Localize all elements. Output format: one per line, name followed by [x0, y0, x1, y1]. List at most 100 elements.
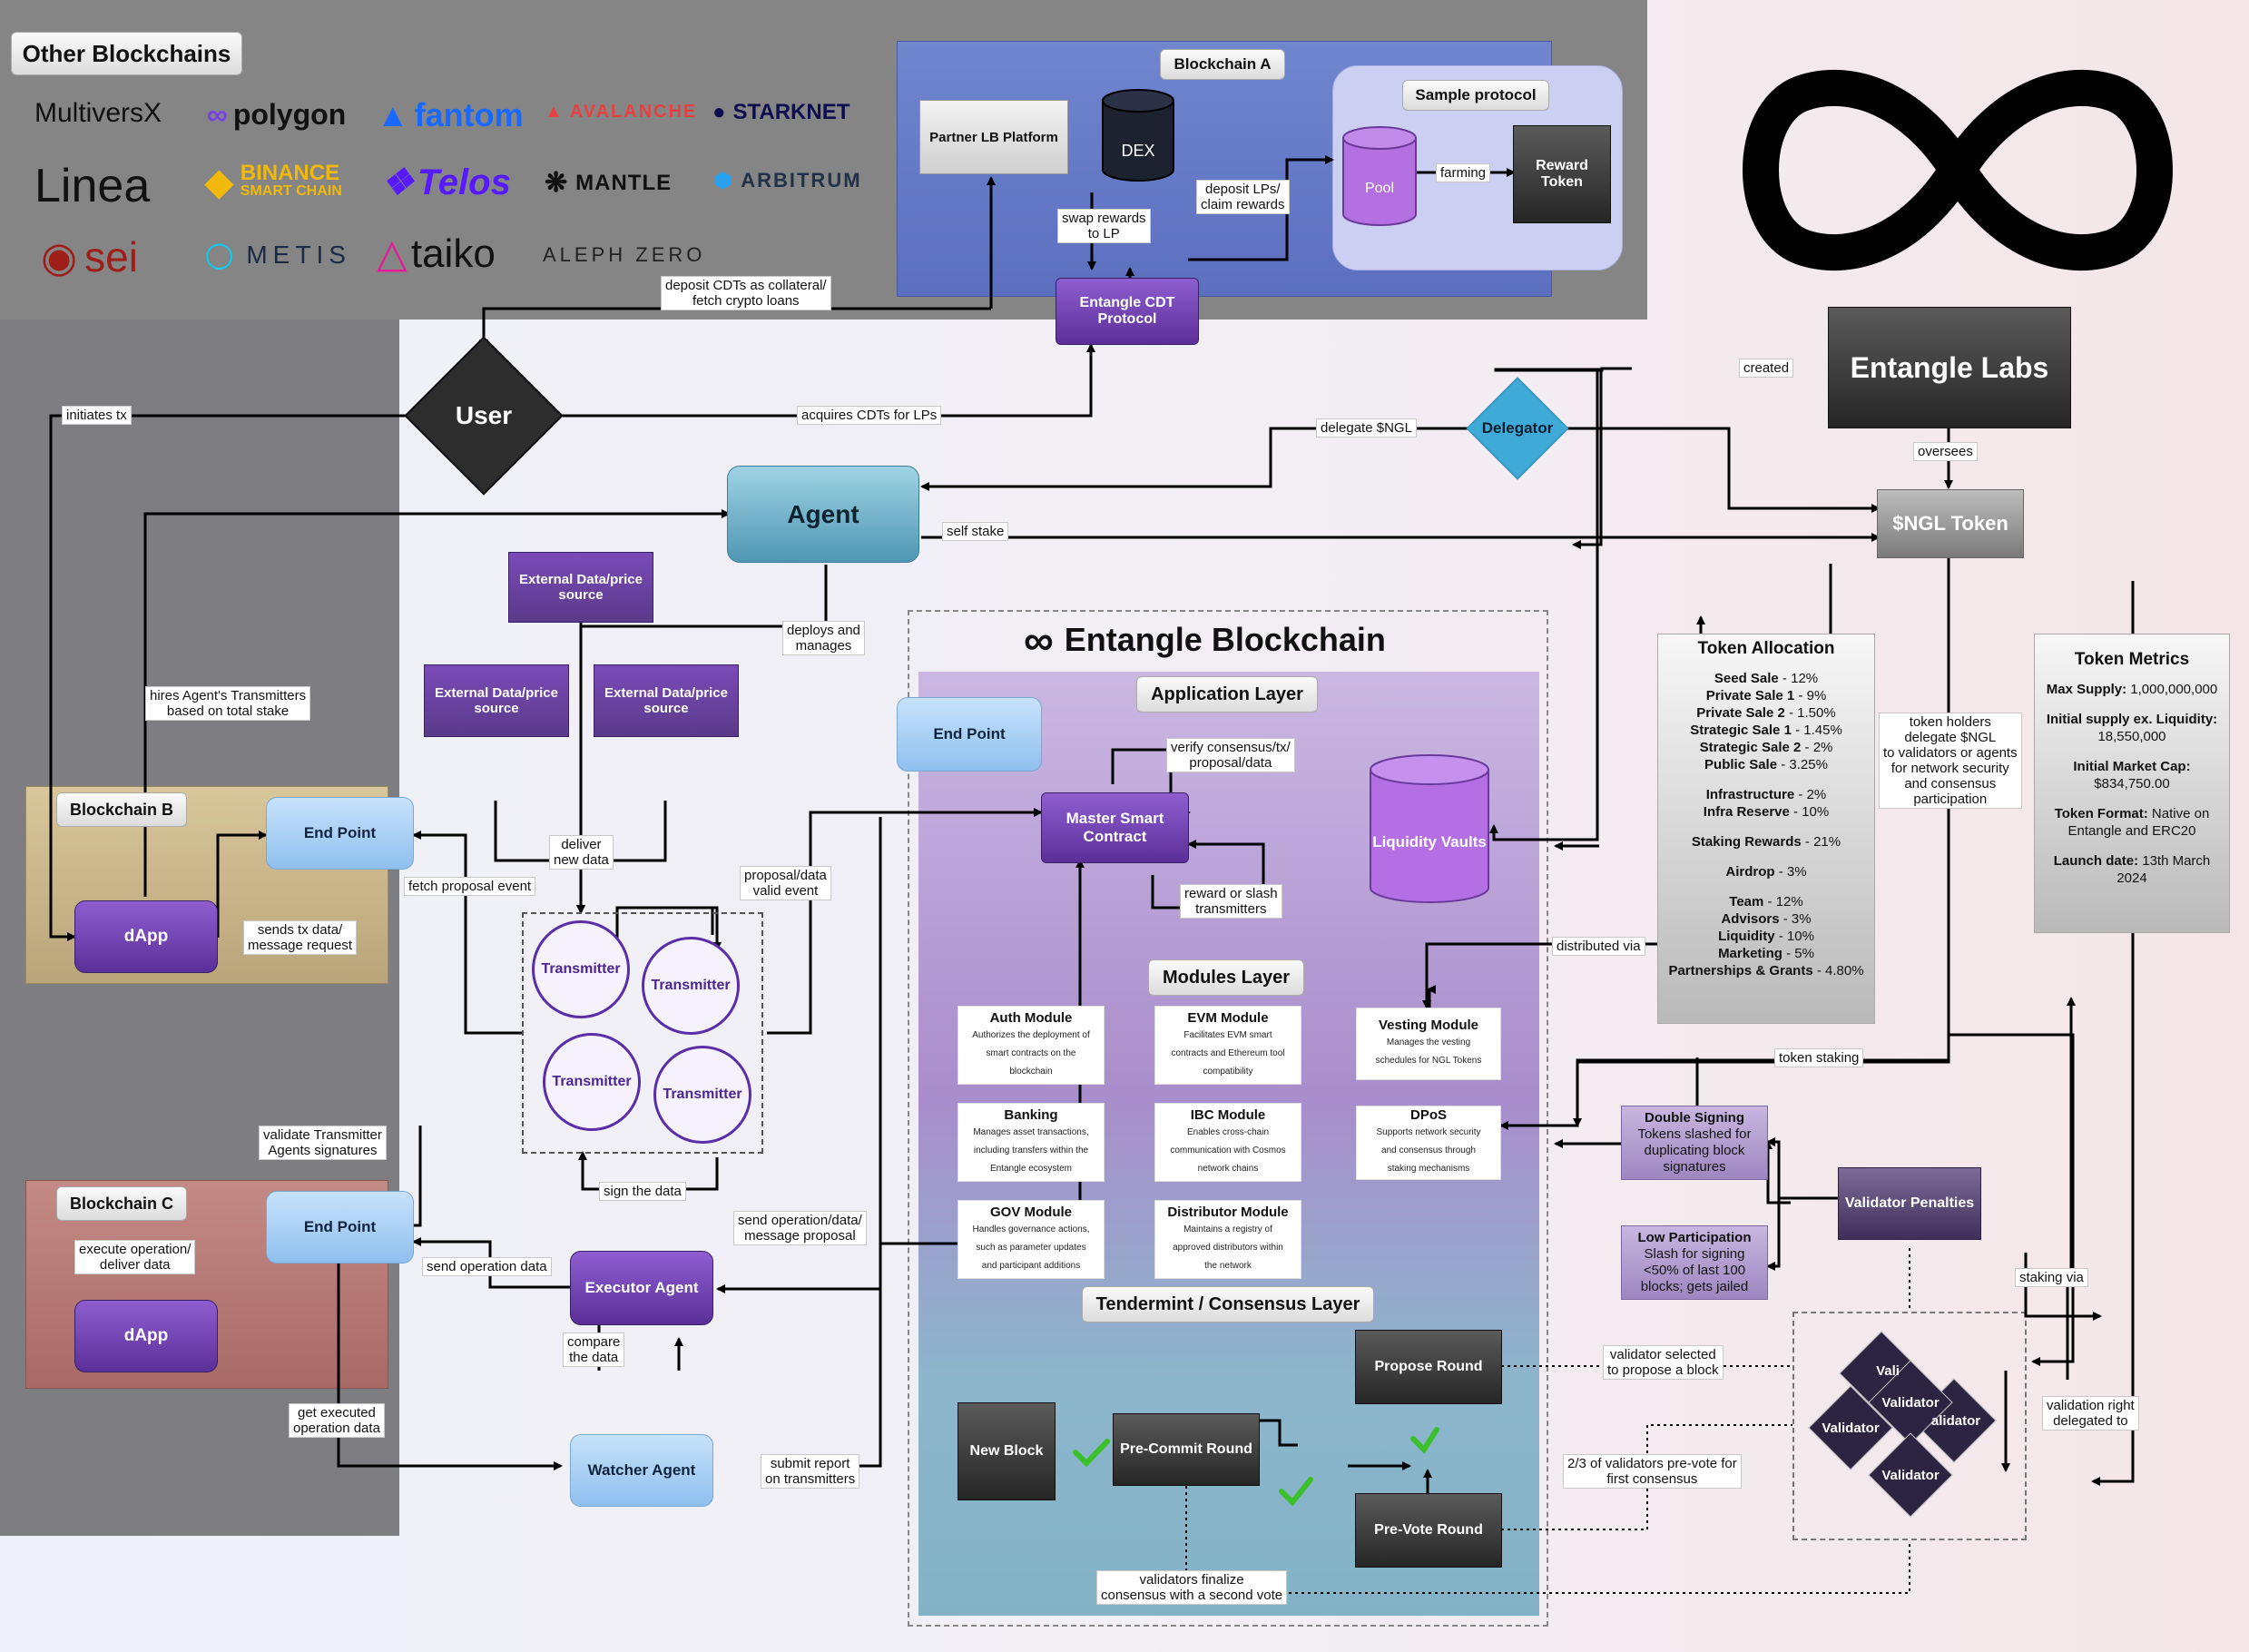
- validator-label-back-right: alidator: [1930, 1412, 1981, 1429]
- blockchain-b-title: Blockchain B: [56, 792, 187, 827]
- dex-label: DEX: [1121, 141, 1155, 160]
- consensus-layer-title: Tendermint / Consensus Layer: [1082, 1286, 1374, 1323]
- transmitter-3[interactable]: Transmitter: [543, 1033, 641, 1131]
- two-thirds-label: 2/3 of validators pre-vote for first con…: [1563, 1454, 1742, 1489]
- telos-logo: ❖Telos: [381, 162, 511, 203]
- pre-vote-round[interactable]: Pre-Vote Round: [1355, 1493, 1502, 1568]
- aleph-zero-logo: ALEPH ZERO: [543, 243, 706, 266]
- submit-report-label: submit report on transmitters: [761, 1454, 860, 1489]
- self-stake-label: self stake: [942, 522, 1009, 541]
- reward-slash-label: reward or slash transmitters: [1180, 884, 1282, 919]
- modules-layer-title: Modules Layer: [1148, 959, 1304, 996]
- end-point-c[interactable]: End Point: [266, 1191, 414, 1264]
- farming-label: farming: [1436, 163, 1491, 182]
- dex-database-icon[interactable]: [1101, 88, 1175, 182]
- blockchain-c-title: Blockchain C: [56, 1186, 187, 1221]
- validator-penalties[interactable]: Validator Penalties: [1838, 1167, 1981, 1240]
- external-data-source-1[interactable]: External Data/price source: [508, 552, 653, 623]
- liquidity-vaults-icon[interactable]: [1369, 753, 1490, 904]
- compare-label: compare the data: [563, 1332, 625, 1367]
- initiates-tx-label: initiates tx: [62, 406, 132, 425]
- external-data-source-3[interactable]: External Data/price source: [594, 664, 739, 737]
- other-blockchains-title: Other Blockchains: [11, 32, 242, 75]
- end-point-app[interactable]: End Point: [897, 697, 1042, 772]
- fantom-logo: ▲fantom: [377, 96, 524, 133]
- master-smart-contract[interactable]: Master Smart Contract: [1041, 792, 1189, 863]
- created-label: created: [1739, 359, 1794, 378]
- transmitter-2[interactable]: Transmitter: [642, 937, 740, 1035]
- starknet-logo: ●STARKNET: [712, 100, 850, 124]
- acquires-cdts-label: acquires CDTs for LPs: [797, 406, 942, 425]
- external-data-source-2[interactable]: External Data/price source: [424, 664, 569, 737]
- sends-tx-label: sends tx data/ message request: [243, 920, 358, 955]
- entangle-labs[interactable]: Entangle Labs: [1828, 307, 2071, 428]
- pool-database-icon[interactable]: [1341, 125, 1418, 227]
- pool-label: Pool: [1364, 181, 1395, 196]
- validator-label-center: Validator: [1881, 1394, 1940, 1411]
- transmitter-1[interactable]: Transmitter: [532, 920, 630, 1018]
- finalize-label: validators finalize consensus with a sec…: [1096, 1570, 1288, 1605]
- taiko-logo: △taiko: [377, 231, 496, 277]
- token-metrics-title: Token Metrics: [2074, 650, 2190, 669]
- mantle-logo: ❋MANTLE: [545, 168, 673, 198]
- application-layer-title: Application Layer: [1136, 676, 1318, 713]
- deliver-label: deliver new data: [549, 835, 614, 870]
- token-staking-label: token staking: [1774, 1048, 1864, 1067]
- pre-commit-round[interactable]: Pre-Commit Round: [1113, 1413, 1260, 1486]
- executor-agent[interactable]: Executor Agent: [570, 1251, 713, 1325]
- end-point-b[interactable]: End Point: [266, 797, 414, 870]
- entangle-blockchain-region: [908, 610, 1548, 1627]
- deposit-lps-label: deposit LPs/ claim rewards: [1196, 180, 1290, 214]
- send-op-proposal-label: send operation/data/ message proposal: [733, 1211, 867, 1245]
- staking-via-label: staking via: [2015, 1268, 2088, 1287]
- entangle-cdt-protocol[interactable]: Entangle CDT Protocol: [1056, 278, 1199, 345]
- oversees-label: oversees: [1913, 442, 1978, 461]
- multiversx-logo: MultiversX: [34, 98, 162, 128]
- new-block[interactable]: New Block: [958, 1402, 1056, 1500]
- delegator-label: Delegator: [1481, 419, 1554, 437]
- delegate-ngl-label: delegate $NGL: [1316, 418, 1417, 438]
- hires-label: hires Agent's Transmitters based on tota…: [145, 686, 311, 721]
- agent-node[interactable]: Agent: [727, 466, 919, 563]
- validator-label-back-left: Vali: [1876, 1362, 1900, 1379]
- reward-token[interactable]: Reward Token: [1513, 125, 1611, 223]
- transmitters-cluster: [522, 912, 763, 1154]
- user-label: User: [455, 401, 513, 429]
- proposal-valid-label: proposal/data valid event: [740, 866, 831, 900]
- dapp-b[interactable]: dApp: [74, 900, 218, 973]
- deposit-cdts-label: deposit CDTs as collateral/ fetch crypto…: [661, 276, 831, 310]
- metis-logo: ◯METIS: [205, 240, 351, 270]
- get-executed-label: get executed operation data: [289, 1403, 385, 1438]
- entangle-mark-icon: ∞: [1024, 616, 1054, 664]
- blockchain-a-title: Blockchain A: [1160, 49, 1285, 80]
- token-allocation-title: Token Allocation: [1697, 639, 1835, 658]
- sample-protocol-title: Sample protocol: [1402, 80, 1549, 111]
- linea-logo: Linea: [34, 160, 151, 212]
- watcher-agent[interactable]: Watcher Agent: [570, 1434, 713, 1507]
- entangle-blockchain-title: ∞ Entangle Blockchain: [1024, 616, 1386, 664]
- dapp-c[interactable]: dApp: [74, 1300, 218, 1372]
- verify-consensus-label: verify consensus/tx/ proposal/data: [1166, 738, 1295, 772]
- ngl-token[interactable]: $NGL Token: [1877, 489, 2024, 558]
- swap-rewards-label: swap rewards to LP: [1057, 209, 1151, 243]
- propose-round[interactable]: Propose Round: [1355, 1330, 1502, 1404]
- partner-lb-platform[interactable]: Partner LB Platform: [919, 100, 1068, 174]
- arbitrum-logo: ⬢ARBITRUM: [714, 169, 862, 192]
- token-allocation-panel: Token Allocation Seed Sale - 12% Private…: [1657, 634, 1875, 1024]
- liquidity-vaults-label: Liquidity Vaults: [1372, 833, 1487, 851]
- entangle-infinity-logo: [1743, 69, 2173, 271]
- distributed-via-label: distributed via: [1552, 937, 1645, 956]
- transmitter-4[interactable]: Transmitter: [653, 1046, 751, 1144]
- deploys-label: deploys and manages: [782, 621, 865, 655]
- validator-label-left: Validator: [1822, 1420, 1880, 1436]
